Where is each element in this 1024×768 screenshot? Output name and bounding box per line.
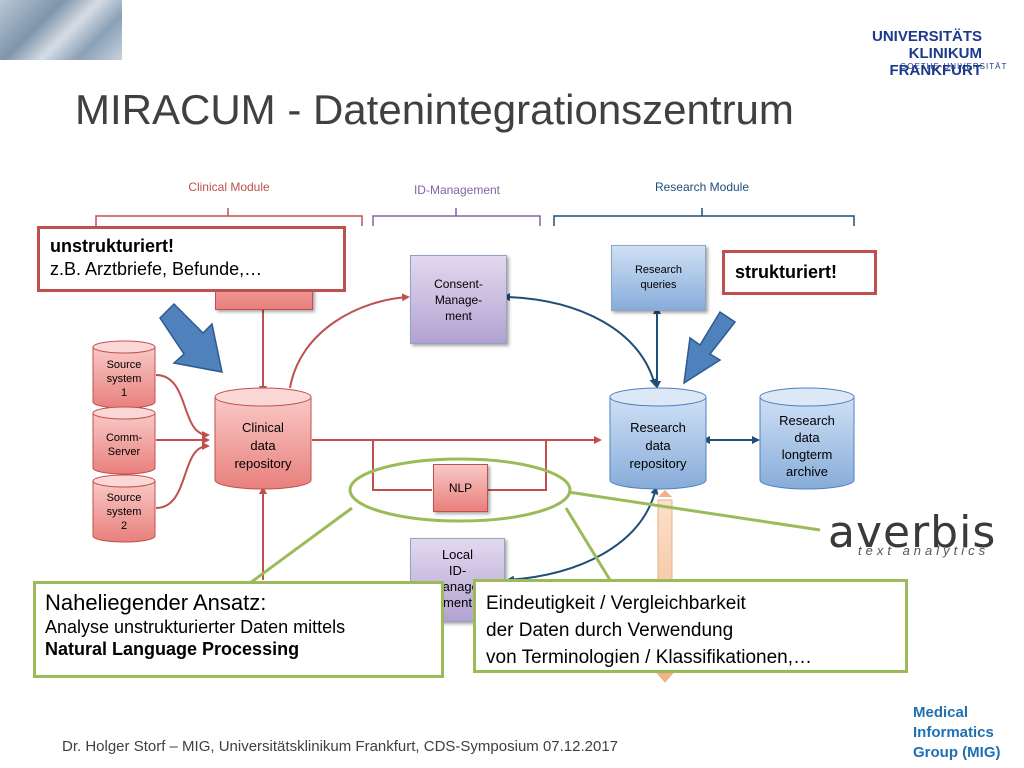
approach-line3: Natural Language Processing: [45, 639, 300, 659]
clinical-repo-line2: data: [250, 438, 276, 453]
archive-line4: archive: [786, 464, 828, 479]
structured-pointer-arrow: [683, 310, 737, 385]
unstructured-examples: z.B. Arztbriefe, Befunde,…: [50, 259, 263, 279]
logo-subtitle: GOETHE-UNIVERSITÄT: [900, 62, 1008, 71]
localid-line2: ID-: [448, 563, 467, 578]
clinical-consent-arrow: [289, 293, 410, 389]
source2-line3: 2: [121, 520, 127, 532]
source1-line1: Source: [107, 359, 142, 371]
structured-callout: strukturiert!: [722, 250, 877, 295]
clinical-data-repository-cylinder: Clinical data repository: [214, 387, 312, 490]
approach-heading: Naheliegender Ansatz:: [45, 590, 267, 615]
research-repo-line3: repository: [629, 456, 687, 471]
unstructured-pointer-arrow: [159, 302, 223, 373]
mig-line3: Group (MIG): [913, 744, 1001, 761]
localid-line1: Local: [441, 547, 474, 562]
source1-arrow: [155, 374, 210, 439]
nlp-highlight-ellipse: [348, 457, 572, 523]
comm-server-cylinder: Comm- Server: [92, 406, 156, 475]
uniqueness-line1: Eindeutigkeit / Vergleichbarkeit: [486, 593, 746, 614]
id-brace: [372, 208, 541, 226]
nlp-out-line: [488, 440, 547, 491]
research-queries-box: Research queries: [611, 245, 706, 311]
mig-line1: Medical: [913, 704, 969, 721]
research-repo-line1: Research: [630, 420, 686, 435]
clinical-module-header: Clinical Module: [188, 180, 270, 194]
uniqueness-line3: von Terminologien / Klassifikationen,…: [486, 647, 812, 668]
comm-line2: Server: [108, 446, 141, 458]
localid-line3: Manage-: [431, 579, 484, 594]
localid-line4: ment: [443, 595, 472, 610]
green-connector-averbis: [567, 490, 821, 532]
approach-callout: Naheliegender Ansatz: Analyse unstruktur…: [33, 581, 444, 678]
slide-title: MIRACUM - Datenintegrationszentrum: [75, 86, 794, 133]
uniqueness-line2: der Daten durch Verwendung: [486, 620, 734, 641]
archive-line1: Research: [779, 413, 835, 428]
averbis-logo: averbis: [828, 507, 997, 558]
nlp-in-line: [372, 440, 432, 491]
research-brace: [553, 208, 855, 226]
research-archive-cylinder: Research data longterm archive: [759, 387, 855, 490]
mig-line2: Informatics: [913, 724, 994, 741]
footer-text: Dr. Holger Storf – MIG, Universitätsklin…: [62, 738, 619, 755]
clinical-repo-line3: repository: [234, 456, 292, 471]
consent-line1: Consent-: [434, 276, 483, 291]
averbis-tagline: text analytics: [858, 543, 990, 558]
archive-line3: longterm: [782, 447, 833, 462]
archive-line2: data: [794, 430, 820, 445]
source-system-1-cylinder: Source system 1: [92, 340, 156, 409]
source2-arrow: [155, 442, 210, 509]
approach-line2: Analyse unstrukturierter Daten mittels: [45, 617, 346, 637]
uniqueness-callout: Eindeutigkeit / Vergleichbarkeit der Dat…: [473, 579, 908, 673]
clinical-brace: [95, 208, 363, 226]
clinical-repo-line1: Clinical: [242, 420, 284, 435]
green-connector-left: [249, 506, 353, 585]
queries-line2: queries: [640, 279, 677, 291]
logo-line2: KLINIKUM FRANKFURT: [889, 45, 982, 79]
nlp-box: NLP: [433, 464, 488, 512]
mapping-arrow-head: [658, 490, 672, 497]
research-data-repository-cylinder: Research data repository: [609, 387, 707, 490]
research-repo-line2: data: [645, 438, 671, 453]
logo-line1: UNIVERSITÄTS: [871, 28, 982, 45]
mig-label: Medical Informatics Group (MIG): [913, 703, 1000, 763]
structured-label: strukturiert!: [735, 262, 838, 282]
nlp-label: NLP: [448, 481, 473, 495]
source-system-2-cylinder: Source system 2: [92, 474, 156, 543]
source2-line1: Source: [107, 492, 142, 504]
research-localid-arrow: [506, 486, 659, 584]
consent-management-box: Consent- Manage- ment: [410, 255, 507, 344]
source1-line3: 1: [121, 387, 127, 399]
queries-line1: Research: [634, 264, 683, 276]
university-logo: UNIVERSITÄTS KLINIKUM FRANKFURT: [850, 28, 982, 79]
unstructured-title: unstrukturiert!: [50, 236, 175, 256]
source1-line2: system: [107, 373, 142, 385]
id-management-header: ID-Management: [414, 183, 501, 197]
research-module-header: Research Module: [655, 180, 749, 194]
comm-line1: Comm-: [106, 432, 142, 444]
consent-line3: ment: [445, 308, 472, 323]
consent-line2: Manage-: [434, 292, 483, 307]
consent-research-arrow: [502, 293, 658, 387]
source2-line2: system: [107, 506, 142, 518]
green-connector-right: [564, 507, 612, 581]
building-photo: [0, 0, 122, 60]
unstructured-callout: unstrukturiert! z.B. Arztbriefe, Befunde…: [37, 226, 346, 292]
